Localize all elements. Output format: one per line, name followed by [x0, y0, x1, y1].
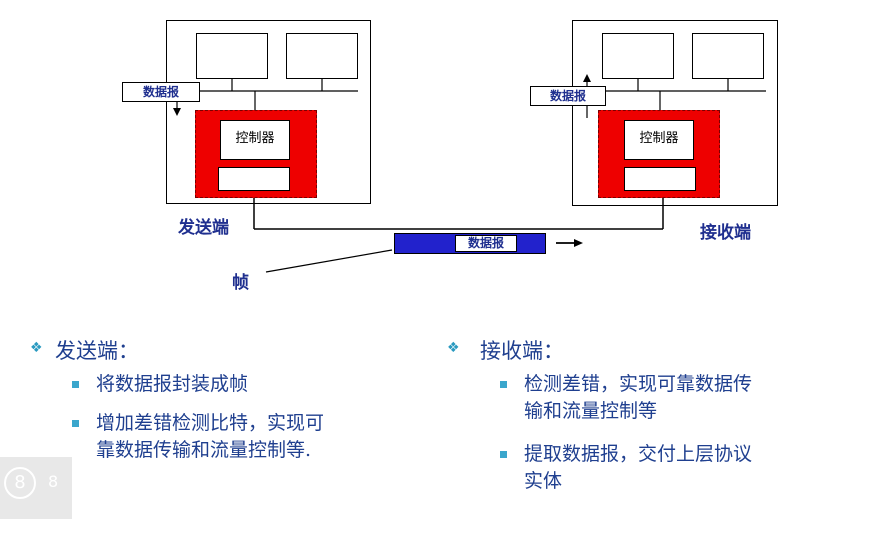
left-item-1: 将数据报封装成帧	[96, 373, 249, 395]
sender-host	[166, 20, 371, 204]
sender-memory-box	[286, 33, 358, 79]
right-item-1-line1: 检测差错，实现可靠数据传	[524, 373, 753, 395]
receiver-controller: 控制器	[624, 120, 694, 160]
frame-label: 帧	[232, 273, 249, 293]
sender-cpu-box	[196, 33, 268, 79]
receiver-datagram-label: 数据报	[530, 86, 606, 106]
square-bullet-icon	[72, 420, 79, 427]
sender-datagram-label: 数据报	[122, 82, 200, 102]
square-bullet-icon	[500, 381, 507, 388]
right-item-2-line1: 提取数据报，交付上层协议	[524, 443, 753, 465]
square-bullet-icon	[72, 381, 79, 388]
receiver-port-box	[624, 167, 696, 191]
page-number-text: 8	[48, 472, 59, 491]
left-heading: 发送端：	[55, 339, 139, 363]
left-item-2-line2: 靠数据传输和流量控制等.	[96, 439, 312, 461]
receiver-memory-box	[692, 33, 764, 79]
diamond-bullet-icon: ❖	[447, 340, 460, 356]
diamond-bullet-icon: ❖	[30, 340, 43, 356]
square-bullet-icon	[500, 451, 507, 458]
right-item-2-line2: 实体	[524, 470, 563, 492]
sender-controller: 控制器	[220, 120, 290, 160]
page-number-circle: 8	[4, 467, 36, 499]
receiver-label: 接收端	[700, 223, 751, 243]
right-item-1-line2: 输和流量控制等	[524, 400, 658, 422]
sender-port-box	[218, 167, 290, 191]
receiver-cpu-box	[602, 33, 674, 79]
frame-datagram-label: 数据报	[455, 235, 517, 252]
right-heading: 接收端：	[480, 339, 564, 363]
receiver-host	[572, 20, 778, 206]
left-item-2-line1: 增加差错检测比特，实现可	[96, 412, 325, 434]
sender-label: 发送端	[178, 218, 229, 238]
